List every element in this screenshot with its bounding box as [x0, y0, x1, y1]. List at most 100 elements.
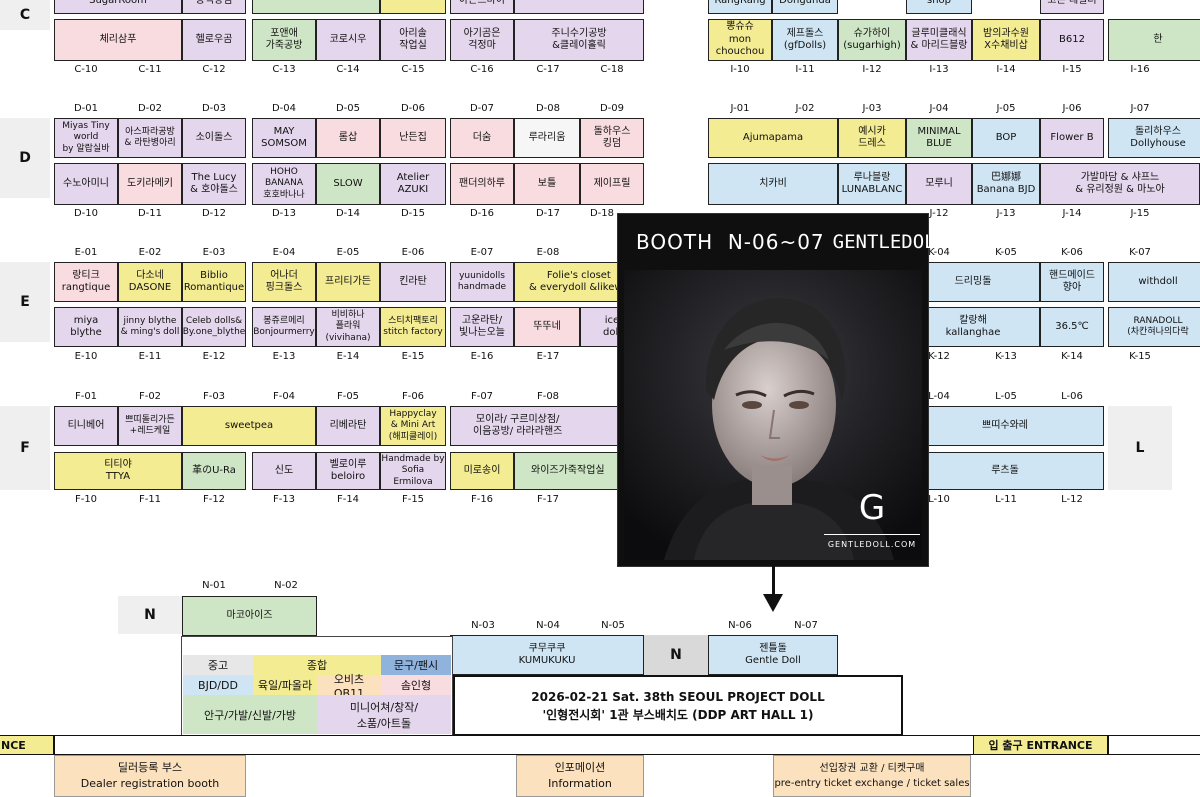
booth-d-10: 수노아미니: [54, 163, 118, 205]
row-label-c: C: [0, 0, 50, 30]
doll-portrait-image: [624, 270, 922, 560]
booth-d-18: 제이프릴: [580, 163, 644, 205]
code-c-16: C-16: [470, 64, 494, 75]
code-f-02: F-02: [138, 391, 162, 402]
booth-j-14: 가발마담 & 샤프느 & 유리정원 & 마노아: [1040, 163, 1200, 205]
code-e-10: E-10: [74, 351, 98, 362]
code-i-16: I-16: [1130, 64, 1150, 75]
booth-f-14: 벨로이루 beloiro: [316, 452, 380, 490]
code-c-10: C-10: [74, 64, 98, 75]
booth-c-14: 코로시우: [316, 19, 380, 61]
booth-e-02: 다소네 DASONE: [118, 262, 182, 302]
arrow-shaft: [772, 566, 775, 596]
code-n-03: N-03: [471, 620, 495, 631]
booth-k-14: 36.5℃: [1040, 307, 1104, 347]
code-l-11: L-11: [995, 494, 1017, 505]
code-d-12: D-12: [201, 208, 227, 219]
booth-i-top2: Dongunda: [772, 0, 838, 14]
code-d-05: D-05: [335, 103, 361, 114]
booth-i-top1: RangRang: [708, 0, 772, 14]
code-j-06: J-06: [1062, 103, 1082, 114]
code-k-06: K-06: [1061, 247, 1083, 258]
booth-d-15: Atelier AZUKI: [380, 163, 446, 205]
code-n-04: N-04: [536, 620, 560, 631]
booth-e-17: 뚜뚜네: [514, 307, 580, 347]
legend-cotton: 솜인형: [381, 675, 451, 695]
code-e-04: E-04: [272, 247, 296, 258]
booth-c-10: 체리삼푸: [54, 19, 182, 61]
code-f-11: F-11: [138, 494, 162, 505]
code-j-03: J-03: [862, 103, 882, 114]
booth-f-13: 신도: [252, 452, 316, 490]
booth-d-05: 롬삽: [316, 118, 380, 158]
booth-d-04: MAY SOMSOM: [252, 118, 316, 158]
booth-poster: BOOTH N-06~07 GENTLEDOLL: [617, 213, 947, 567]
arrow-down-icon: [763, 594, 783, 612]
code-l-04: L-04: [928, 391, 950, 402]
booth-c-16: 아기곰은 걱정마: [450, 19, 514, 61]
booth-e-04: 어나더 핑크돌스: [252, 262, 316, 302]
code-f-06: F-06: [401, 391, 425, 402]
code-e-03: E-03: [202, 247, 226, 258]
code-j-14: J-14: [1062, 208, 1082, 219]
code-d-07: D-07: [469, 103, 495, 114]
code-d-02: D-02: [137, 103, 163, 114]
booth-c-top5: 아몬드마이: [450, 0, 514, 14]
code-k-07: K-07: [1129, 247, 1151, 258]
booth-d-08: 루라리움: [514, 118, 580, 158]
code-c-14: C-14: [336, 64, 360, 75]
doll-photo: G GENTLEDOLL.COM: [624, 270, 922, 560]
booth-c-13: 포앤애 가죽공방: [252, 19, 316, 61]
booth-j-05: BOP: [972, 118, 1040, 158]
booth-c-top4: [380, 0, 446, 14]
code-d-13: D-13: [271, 208, 297, 219]
code-e-05: E-05: [336, 247, 360, 258]
code-e-07: E-07: [470, 247, 494, 258]
code-c-13: C-13: [272, 64, 296, 75]
booth-e-01: 랑티크 rangtique: [54, 262, 118, 302]
code-j-13: J-13: [996, 208, 1016, 219]
booth-i-11: 제프돌스 (gfDolls): [772, 19, 838, 61]
row-label-l: L: [1108, 406, 1172, 490]
code-d-01: D-01: [73, 103, 99, 114]
legend-used: 중고: [183, 655, 253, 675]
booth-j-13: 巴娜娜 Banana BJD: [972, 163, 1040, 205]
booth-d-06: 난든집: [380, 118, 446, 158]
code-f-08: F-08: [536, 391, 560, 402]
legend-rice: 육일/파올라: [253, 675, 317, 695]
event-title-line1: 2026-02-21 Sat. 38th SEOUL PROJECT DOLL: [531, 689, 825, 704]
booth-e-05: 프리티가든: [316, 262, 380, 302]
code-f-14: F-14: [336, 494, 360, 505]
booth-e-10: miya blythe: [54, 307, 118, 347]
event-title: 2026-02-21 Sat. 38th SEOUL PROJECT DOLL …: [453, 675, 903, 736]
ticket-booth: 선입장권 교환 / 티켓구매 pre-entry ticket exchange…: [773, 755, 971, 797]
entrance-left: NCE: [0, 735, 54, 755]
code-c-15: C-15: [401, 64, 425, 75]
code-n-02: N-02: [274, 580, 298, 591]
booth-i-16: 한: [1108, 19, 1200, 61]
booth-e-11: jinny blythe & ming's doll: [118, 307, 182, 347]
code-d-11: D-11: [137, 208, 163, 219]
booth-j-01: Ajumapama: [708, 118, 838, 158]
code-f-10: F-10: [74, 494, 98, 505]
code-e-17: E-17: [536, 351, 560, 362]
code-n-05: N-05: [601, 620, 625, 631]
poster-brand: GENTLEDOLL: [832, 231, 948, 253]
hall-wall-right: [1108, 735, 1200, 755]
booth-f-12: 革のU-Ra: [182, 452, 246, 490]
booth-e-03: Biblio Romantique: [182, 262, 246, 302]
booth-d-12: The Lucy & 호야돌스: [182, 163, 246, 205]
booth-e-16: 고운라탄/ 빛나는오늘: [450, 307, 514, 347]
booth-d-07: 더숨: [450, 118, 514, 158]
booth-e-15: 스티치팩토리 stitch factory: [380, 307, 446, 347]
code-c-11: C-11: [138, 64, 162, 75]
code-d-15: D-15: [400, 208, 426, 219]
code-d-04: D-04: [271, 103, 297, 114]
booth-c-top3: [252, 0, 380, 14]
code-c-12: C-12: [202, 64, 226, 75]
code-e-15: E-15: [401, 351, 425, 362]
booth-f-03: sweetpea: [182, 406, 316, 446]
booth-i-15: B612: [1040, 19, 1104, 61]
booth-j-09: 치카비: [708, 163, 838, 205]
code-d-10: D-10: [73, 208, 99, 219]
